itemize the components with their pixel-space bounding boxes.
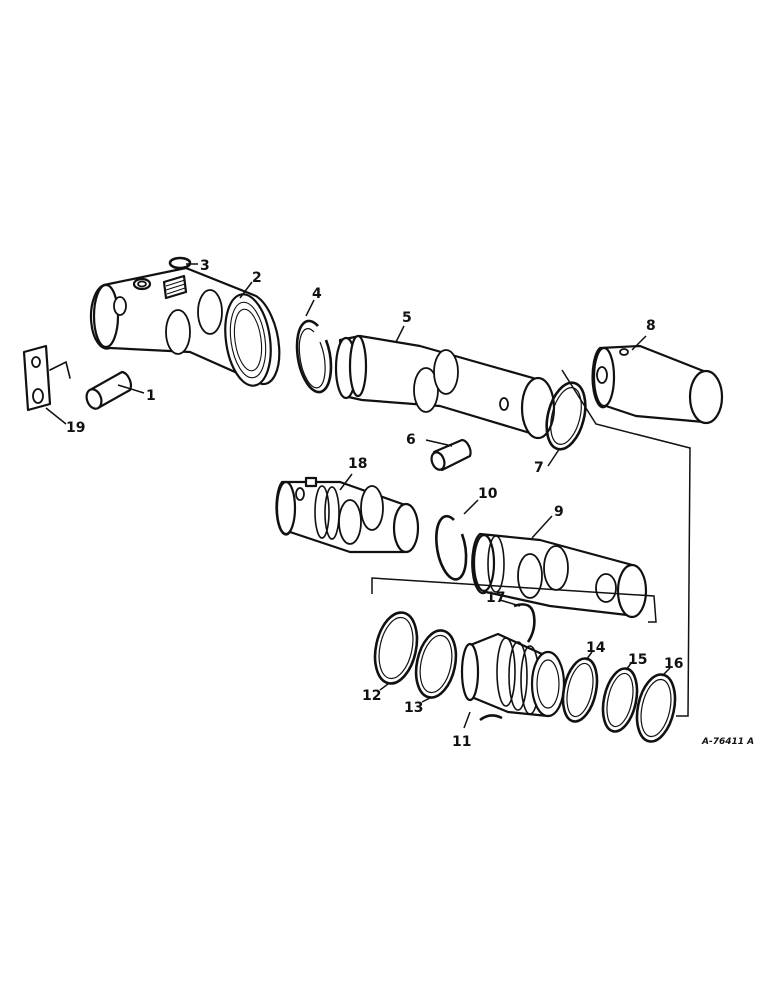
- drawing-number: A-76411 A: [701, 737, 754, 747]
- part-3-o-ring: [168, 256, 192, 270]
- part-1-pin: [85, 370, 132, 410]
- callout-7: 7: [534, 460, 544, 476]
- part-11-piston-body: [460, 632, 566, 722]
- part-2-cylinder-base: [89, 266, 281, 387]
- part-12-ring: [373, 611, 419, 685]
- callouts: 1 2 3 4 5 6 7 8 9 10 11 12 13 14 15 16 1…: [66, 258, 683, 750]
- part-10-snap-ring: [435, 514, 468, 581]
- part-8-rod-end: [591, 344, 724, 425]
- leader-lines: [45, 263, 671, 729]
- callout-12: 12: [362, 688, 381, 704]
- part-14-ring: [561, 657, 599, 723]
- callout-17: 17: [486, 590, 505, 606]
- part-19-bracket: [22, 344, 71, 412]
- callout-6: 6: [406, 432, 416, 448]
- callout-9: 9: [554, 504, 564, 520]
- part-18-gland-head: [275, 476, 420, 554]
- callout-13: 13: [404, 700, 423, 716]
- callout-11: 11: [452, 734, 471, 750]
- part-15-ring: [601, 667, 639, 733]
- part-5-piston-rod: [334, 334, 556, 440]
- callout-3: 3: [200, 258, 210, 274]
- callout-10: 10: [478, 486, 498, 502]
- callout-15: 15: [628, 652, 647, 668]
- callout-4: 4: [312, 286, 322, 302]
- callout-19: 19: [66, 420, 85, 436]
- part-17-wire-clip: [513, 603, 536, 643]
- group-bracket-seal-kit: [371, 369, 691, 717]
- part-4-snap-ring: [295, 319, 333, 394]
- part-16-ring: [635, 673, 677, 743]
- part-9-piston: [471, 532, 648, 619]
- callout-14: 14: [586, 640, 606, 656]
- callout-16: 16: [664, 656, 683, 672]
- callout-5: 5: [402, 310, 412, 326]
- part-13-ring: [414, 629, 458, 699]
- callout-18: 18: [348, 456, 367, 472]
- callout-1: 1: [146, 388, 156, 404]
- callout-2: 2: [252, 270, 262, 286]
- callout-8: 8: [646, 318, 656, 334]
- part-6-pin: [430, 438, 472, 472]
